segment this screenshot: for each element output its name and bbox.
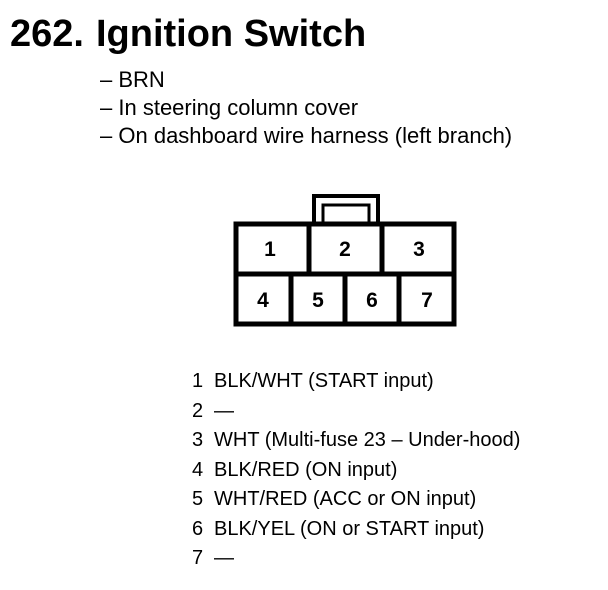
note-location: – In steering column cover bbox=[100, 94, 512, 122]
cavity-label-4: 4 bbox=[257, 289, 269, 312]
pin-description: — bbox=[214, 399, 234, 422]
note-text: In steering column cover bbox=[118, 95, 359, 120]
note-text: BRN bbox=[118, 67, 165, 92]
pin-description: BLK/RED (ON input) bbox=[214, 458, 398, 481]
pin-description: WHT (Multi-fuse 23 – Under-hood) bbox=[214, 429, 521, 451]
connector-notes: – BRN – In steering column cover – On da… bbox=[100, 66, 512, 150]
pin-description: WHT/RED (ACC or ON input) bbox=[214, 488, 477, 510]
pinout-row: 2— bbox=[192, 397, 520, 427]
connector-diagram: 1 2 3 4 5 6 7 bbox=[230, 190, 460, 330]
cavity-label-3: 3 bbox=[413, 238, 425, 261]
page-title: 262. Ignition Switch bbox=[10, 8, 366, 60]
cavity-label-7: 7 bbox=[421, 289, 433, 312]
cavity-label-2: 2 bbox=[339, 238, 351, 261]
pinout-row: 1 BLK/WHT (START input) bbox=[192, 367, 520, 397]
section-title: Ignition Switch bbox=[95, 13, 367, 55]
pin-description: BLK/WHT (START input) bbox=[214, 370, 434, 392]
pinout-row: 6 BLK/YEL (ON or START input) bbox=[192, 515, 520, 545]
cavity-label-5: 5 bbox=[312, 289, 324, 312]
pin-number: 5 bbox=[192, 488, 204, 510]
pinout-row: 4 BLK/RED (ON input) bbox=[192, 456, 520, 486]
pin-number: 6 bbox=[192, 517, 204, 540]
pinout-row: 5 WHT/RED (ACC or ON input) bbox=[192, 485, 520, 515]
note-dash: – bbox=[100, 67, 113, 92]
pin-number: 1 bbox=[192, 370, 204, 392]
cavity-label-1: 1 bbox=[264, 238, 276, 261]
note-dash: – bbox=[100, 95, 113, 120]
note-dash: – bbox=[100, 123, 113, 148]
note-text: On dashboard wire harness (left branch) bbox=[118, 123, 513, 148]
pin-number: 4 bbox=[192, 458, 204, 481]
pin-number: 7 bbox=[192, 547, 204, 569]
section-number: 262. bbox=[10, 13, 84, 55]
note-color: – BRN bbox=[100, 66, 512, 94]
connector-face: 1 2 3 4 5 6 7 bbox=[233, 194, 457, 327]
cavity-label-6: 6 bbox=[366, 289, 378, 312]
note-harness: – On dashboard wire harness (left branch… bbox=[100, 122, 512, 150]
pinout-row: 7— bbox=[192, 544, 520, 574]
pinout-row: 3 WHT (Multi-fuse 23 – Under-hood) bbox=[192, 426, 520, 456]
pin-description: BLK/YEL (ON or START input) bbox=[214, 517, 485, 540]
pin-number: 2 bbox=[192, 399, 204, 422]
pin-number: 3 bbox=[192, 429, 204, 451]
pin-description: — bbox=[214, 547, 234, 569]
